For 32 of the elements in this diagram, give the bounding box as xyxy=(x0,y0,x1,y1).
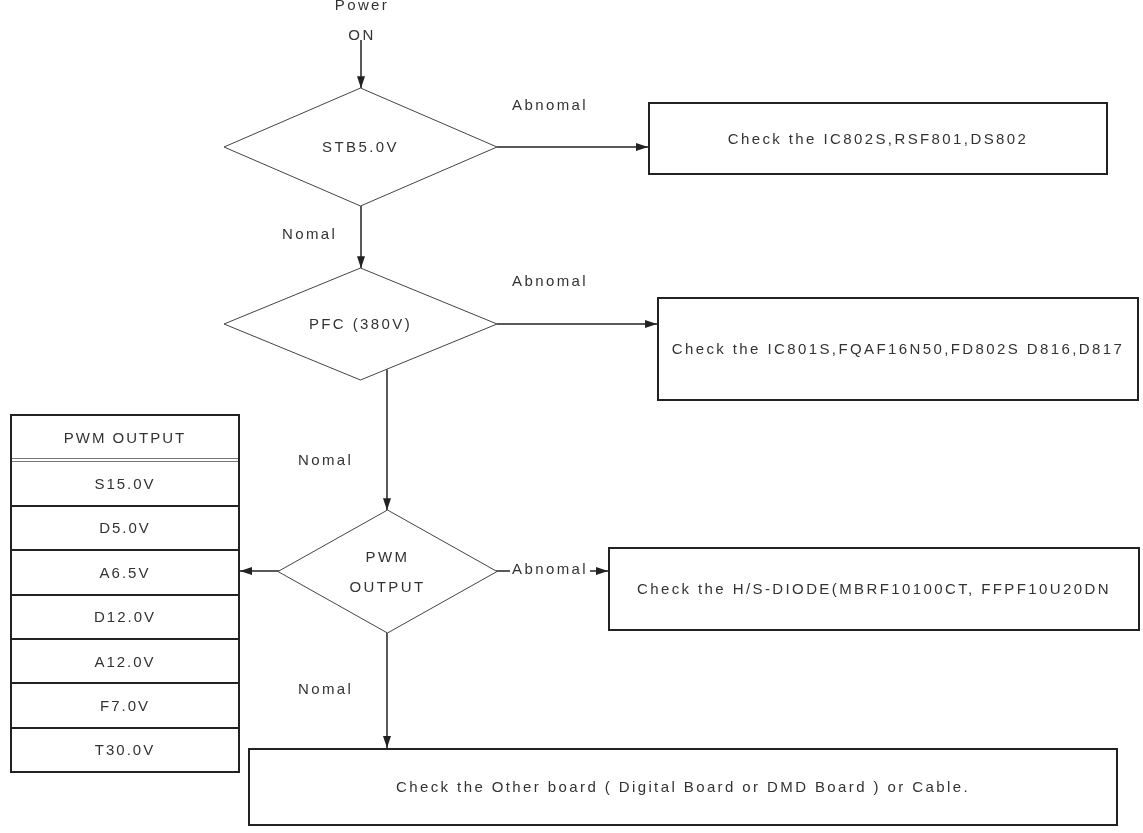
node-text: Check the H/S-DIODE(MBRF10100CT, FFPF10U20DN xyxy=(635,579,1112,599)
node-text: PFC (380V) xyxy=(307,314,414,334)
output-table xyxy=(10,414,240,773)
arrow xyxy=(357,205,365,269)
arrow xyxy=(496,320,658,328)
process-box xyxy=(657,297,1139,401)
table-cell: A12.0V xyxy=(12,637,238,683)
node-text: PWM OUTPUT xyxy=(348,546,427,597)
table-cell: S15.0V xyxy=(12,458,238,505)
arrow xyxy=(357,39,365,89)
node-text: Check the IC801S,FQAF16N50,FD802S D816,D817 xyxy=(670,339,1126,359)
node-text: Power ON xyxy=(333,0,391,45)
arrow xyxy=(239,567,280,575)
process-box xyxy=(648,102,1108,175)
decision-diamond xyxy=(224,88,497,206)
table-cell: D5.0V xyxy=(12,504,238,550)
arrow xyxy=(496,143,649,151)
arrow xyxy=(383,368,391,512)
table-cell: D12.0V xyxy=(12,593,238,638)
table-header: PWM OUTPUT xyxy=(62,427,188,448)
arrow xyxy=(383,631,391,749)
table-cell: T30.0V xyxy=(12,726,238,771)
process-box xyxy=(248,748,1118,826)
node-text: STB5.0V xyxy=(321,137,400,157)
table-cell: F7.0V xyxy=(12,682,238,727)
decision-diamond xyxy=(224,268,497,380)
table-cell: A6.5V xyxy=(12,549,238,594)
node-text: Check the Other board ( Digital Board or DMD Board ) or Cable. xyxy=(395,777,971,797)
node-text: Check the IC802S,RSF801,DS802 xyxy=(726,128,1030,149)
process-box xyxy=(608,547,1140,631)
decision-diamond xyxy=(278,510,497,633)
edge-label: Abnomal xyxy=(510,560,590,577)
